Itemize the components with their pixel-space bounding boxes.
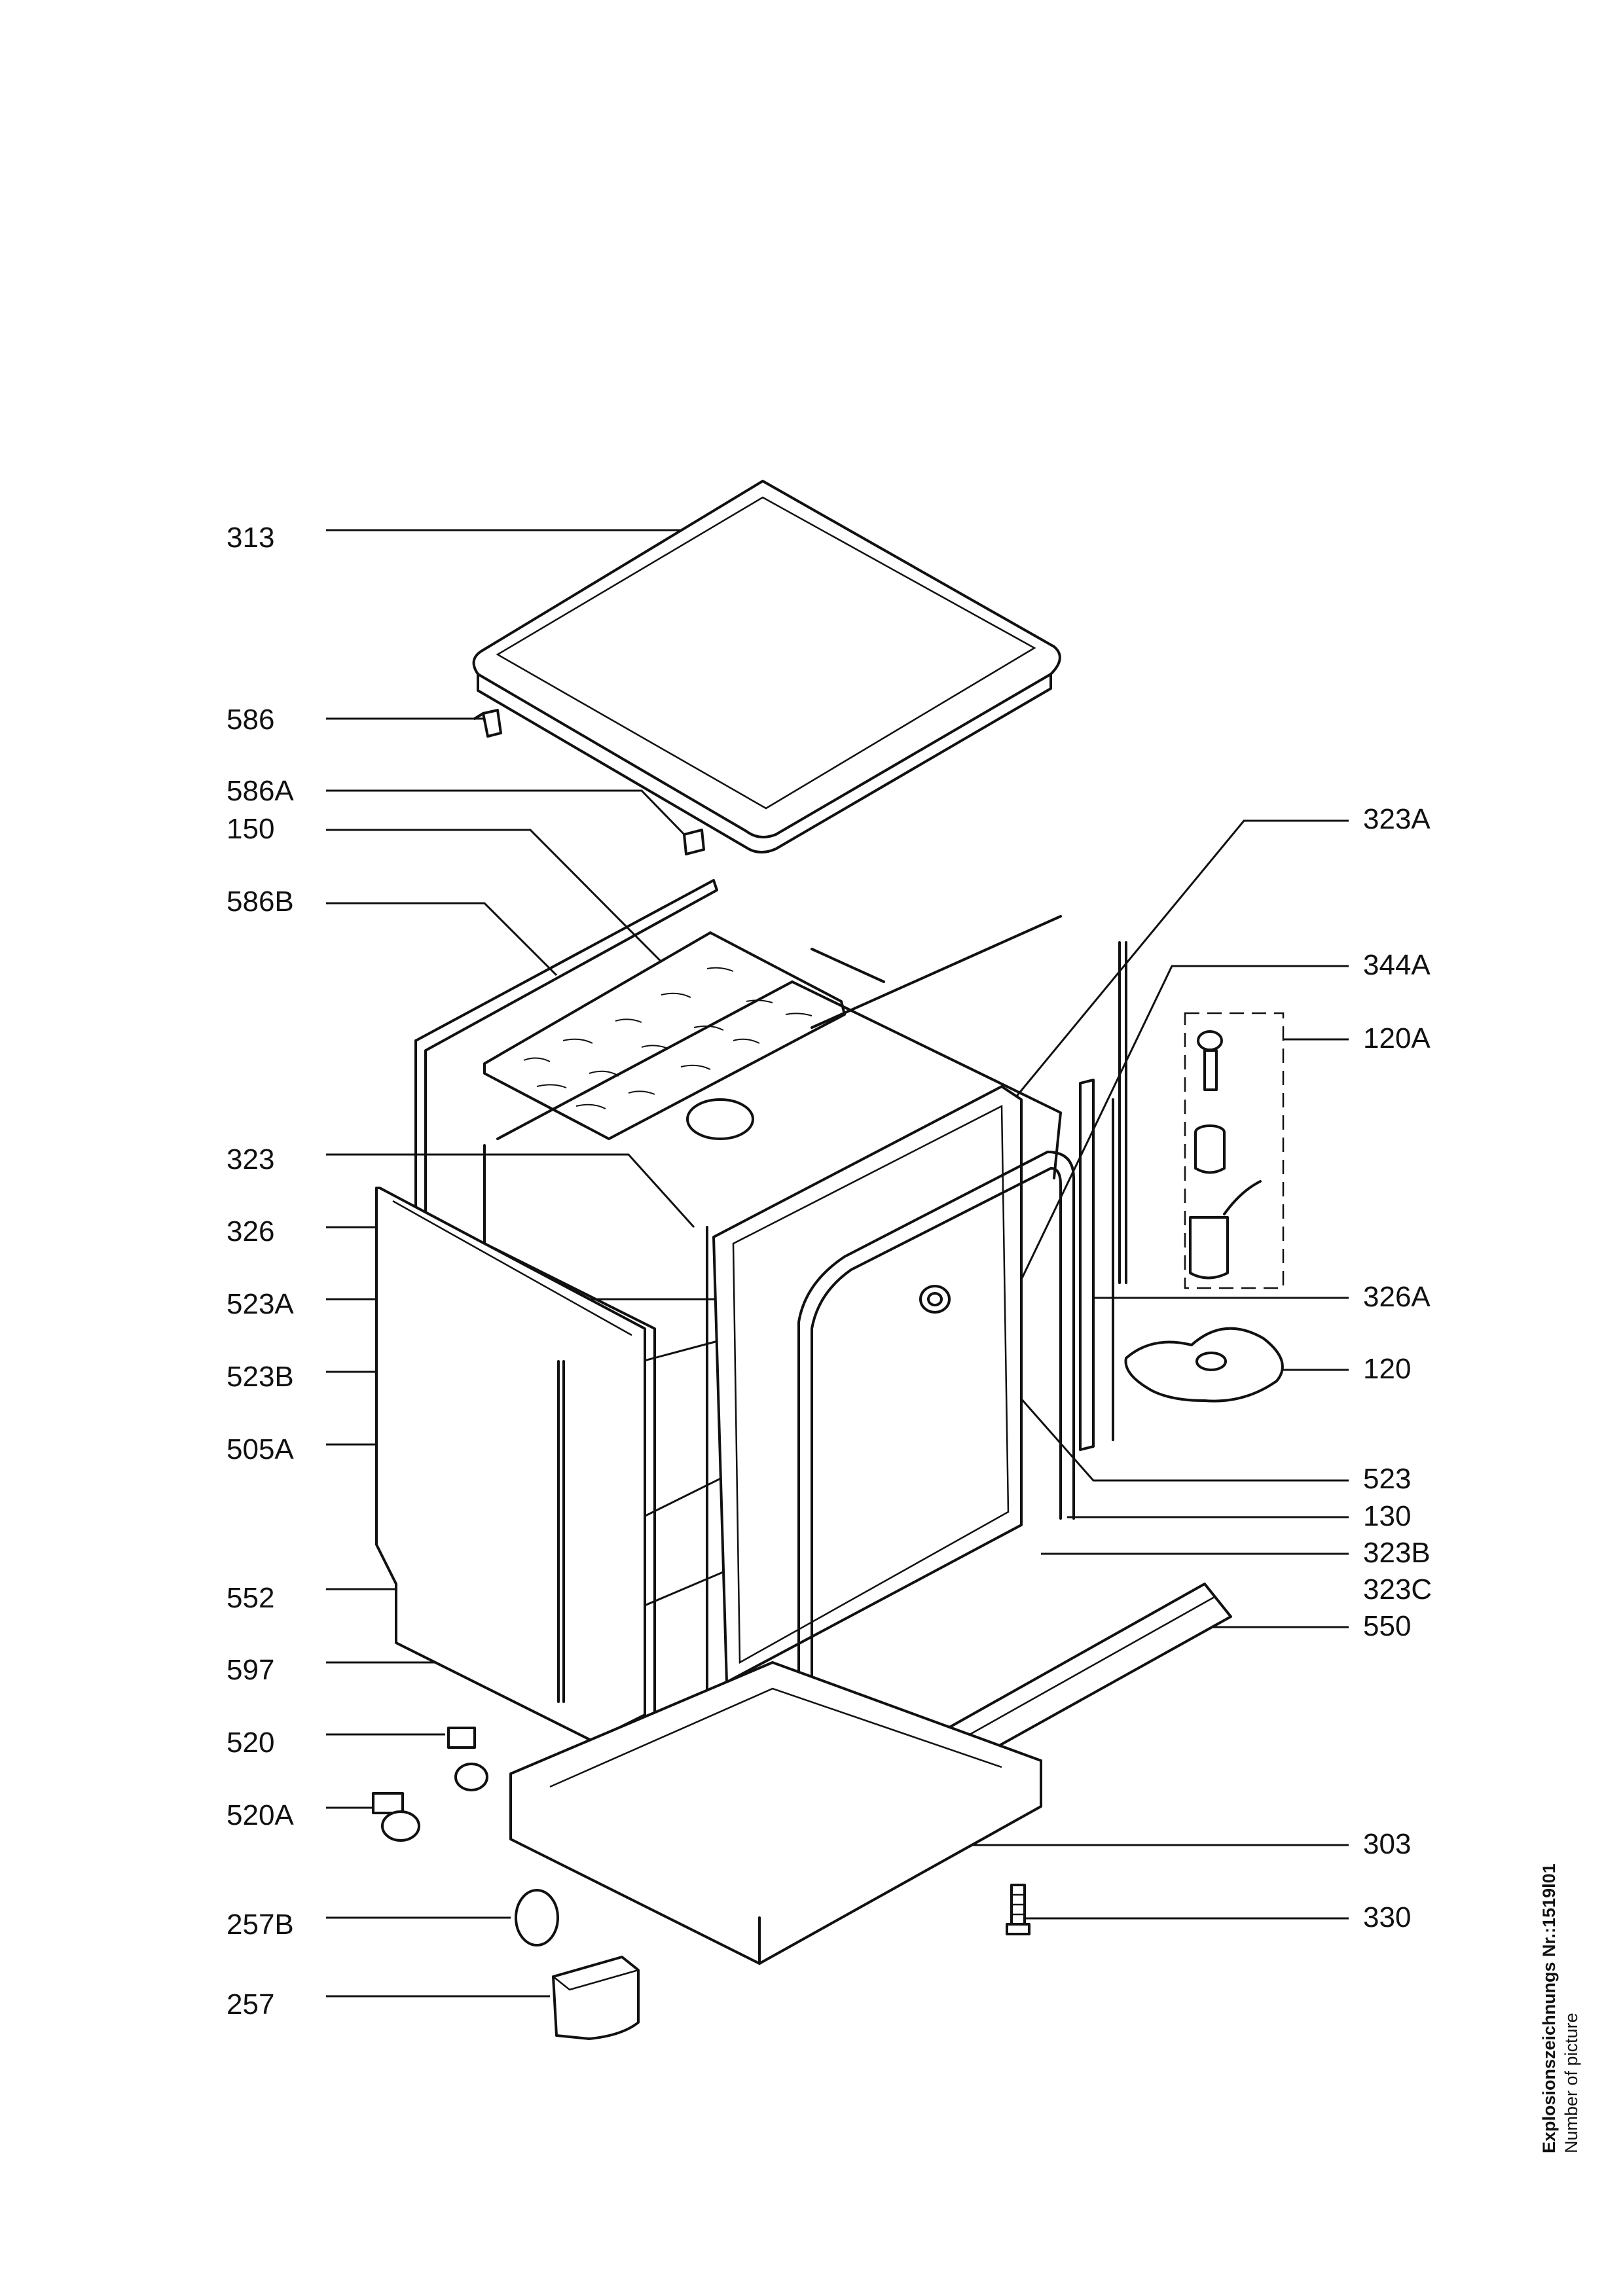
callout-586B: 586B (227, 886, 294, 918)
callout-120: 120 (1363, 1353, 1411, 1385)
tub-body-part (483, 915, 1114, 1716)
callout-344A: 344A (1363, 949, 1431, 981)
callout-552: 552 (227, 1582, 274, 1614)
bracket-586-part (473, 709, 502, 738)
callout-257B: 257B (227, 1909, 294, 1941)
cutlery-basket-icon (1189, 1180, 1262, 1280)
callout-303: 303 (1363, 1828, 1411, 1860)
accessories-box-120A (1184, 1012, 1285, 1289)
rod-505A-part (557, 1360, 565, 1703)
leader-344A (1020, 965, 1349, 1280)
callout-150: 150 (227, 813, 274, 845)
leader-150 (326, 829, 721, 1022)
callout-550: 550 (1363, 1610, 1411, 1642)
callout-330: 330 (1363, 1901, 1411, 1933)
bush-523-part (919, 1285, 951, 1314)
insulation-mat-part (483, 931, 846, 1140)
valve-520A-part (372, 1792, 420, 1842)
leader-586B (326, 902, 558, 977)
filter-cup-icon (1194, 1124, 1226, 1174)
callout-313: 313 (227, 522, 274, 554)
drawing-number-caption: Explosionszeichnungs Nr.:1519l01 Number … (1539, 1863, 1581, 2153)
bracket-586A-part (683, 829, 705, 855)
callout-257: 257 (227, 1988, 274, 2020)
callout-323B: 323B (1363, 1537, 1431, 1569)
callout-520: 520 (227, 1727, 274, 1759)
callout-523: 523 (1363, 1463, 1411, 1495)
side-strip-326A-part (1079, 941, 1127, 1451)
callout-586A: 586A (227, 775, 294, 807)
side-panel-326-part (375, 1187, 646, 1742)
callout-505A: 505A (227, 1433, 294, 1465)
callout-520A: 520A (227, 1799, 294, 1831)
worktop-part (472, 480, 1061, 853)
caption-subtitle: Number of picture (1561, 2013, 1581, 2153)
valve-520-part (447, 1727, 488, 1791)
base-303-part (509, 1661, 1042, 1965)
callout-323C: 323C (1363, 1573, 1432, 1605)
callout-323: 323 (227, 1143, 274, 1175)
callout-597: 597 (227, 1654, 274, 1686)
callout-130: 130 (1363, 1500, 1411, 1532)
filter-plate-120-part (1124, 1327, 1284, 1403)
caption-title: Explosionszeichnungs Nr.:1519l01 (1539, 1863, 1559, 2153)
callout-326A: 326A (1363, 1281, 1431, 1313)
callout-326: 326 (227, 1215, 274, 1247)
callout-586: 586 (227, 704, 274, 736)
callout-120A: 120A (1363, 1022, 1431, 1054)
seal-ring-257B-part (515, 1889, 559, 1946)
rinse-aid-cap-icon (1197, 1030, 1223, 1091)
door-gasket-130-part (797, 1151, 1075, 1690)
callouts-right: 323A 344A 120A 326A 120 523 130 323B 323… (1363, 803, 1432, 1933)
box-257-part (552, 1956, 640, 2040)
callout-523A: 523A (227, 1288, 294, 1320)
callouts-left: 313 586 586A 150 586B 323 326 523A 523B … (227, 522, 294, 2020)
callout-323A: 323A (1363, 803, 1431, 835)
leader-323A (915, 819, 1349, 1218)
screw-330-part (1006, 1884, 1030, 1935)
callout-523B: 523B (227, 1361, 294, 1393)
leader-586A (326, 789, 689, 839)
